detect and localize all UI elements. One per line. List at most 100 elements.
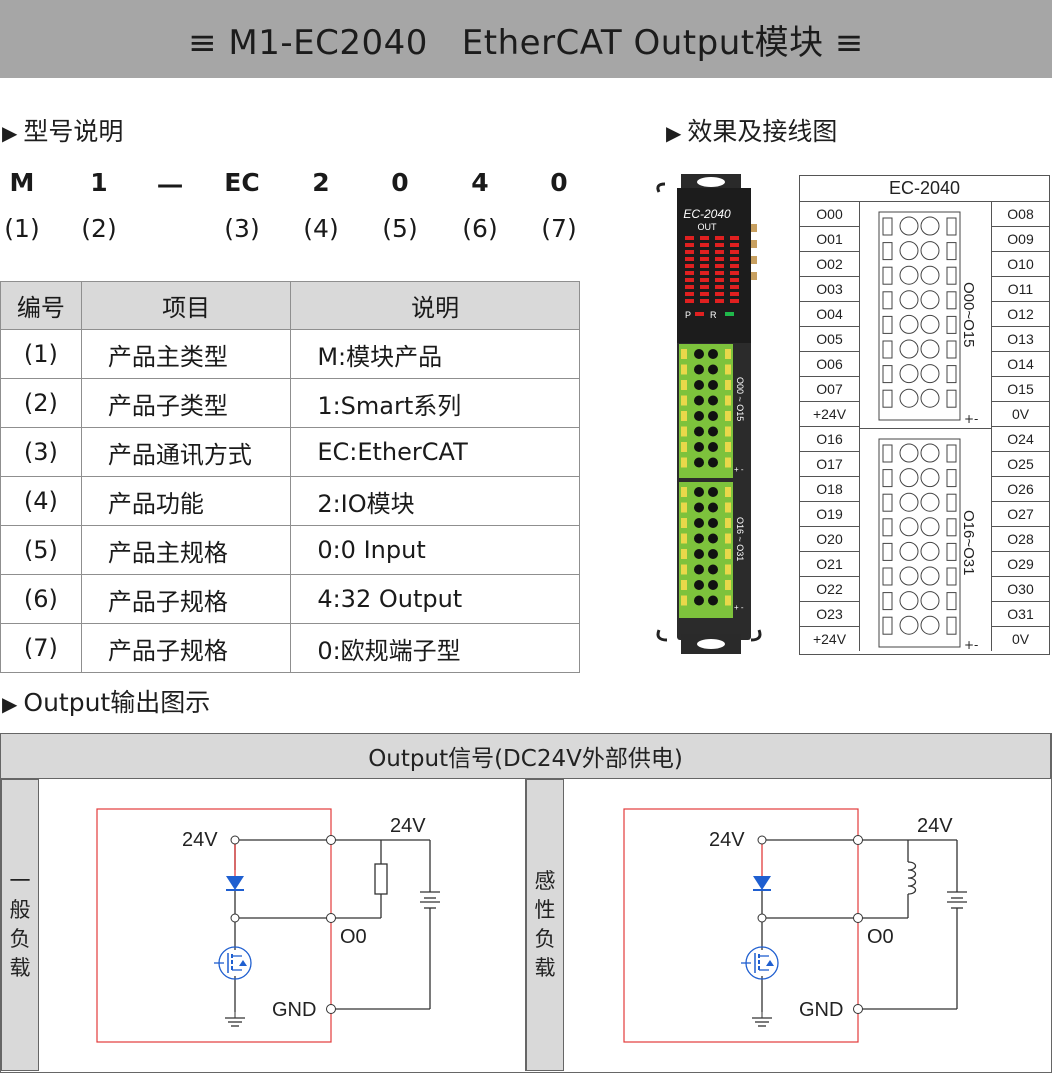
right-terminal-cell: O11 [991, 277, 1049, 302]
code-char: 0 [391, 168, 409, 197]
diode-icon [226, 876, 244, 890]
code-number: (3) [224, 214, 260, 243]
table-cell: (1) [0, 329, 82, 379]
table-row: (5) 产品主规格 0:0 Input [0, 525, 580, 575]
module-out-label: OUT [698, 222, 718, 232]
right-terminal-cell: O15 [991, 377, 1049, 402]
wiring-section-heading: ▶效果及接线图 [666, 117, 838, 146]
table-row: (6) 产品子规格 4:32 Output [0, 574, 580, 624]
table-cell: 1:Smart系列 [290, 378, 580, 428]
module-name-label: EC-2040 [683, 207, 731, 221]
code-number: (7) [541, 214, 577, 243]
upper-range-label: O00 ~ O15 [735, 377, 745, 421]
right-terminal-cell: O12 [991, 302, 1049, 327]
page-title-text: ≡ M1-EC2040 EtherCAT Output模块 ≡ [188, 22, 864, 63]
general-load-label: 一 般 负 载 [1, 779, 39, 1071]
left-terminal-cell: O00 [800, 202, 860, 227]
module-illustration: EC-2040 OUT P R O00 ~ O15 O16 ~ O31 + - … [656, 174, 762, 654]
left-terminal-cell: O19 [800, 502, 860, 527]
table-cell: (2) [0, 378, 82, 428]
table-cell: 0:欧规端子型 [290, 623, 580, 673]
right-terminal-cell: 0V [991, 627, 1049, 651]
left-terminal-cell: +24V [800, 627, 860, 651]
spec-table: 编号 项目 说明 (1) 产品主类型 M:模块产品 (2) 产品子类型 1:Sm… [0, 281, 580, 673]
inductive-load-circuit: 24V 24V O0 GND [623, 808, 967, 1043]
left-terminal-cell: O02 [800, 252, 860, 277]
left-terminal-cell: O16 [800, 427, 860, 452]
right-terminal-cell: O31 [991, 602, 1049, 627]
table-cell: 产品主规格 [80, 525, 292, 575]
code-number: (1) [4, 214, 40, 243]
gnd-label: GND [799, 999, 843, 1021]
upper-range-label: O00~O15 [960, 282, 977, 348]
table-cell: (3) [0, 427, 82, 477]
triangle-icon: ▶ [2, 692, 18, 716]
left-terminal-cell: O07 [800, 377, 860, 402]
table-cell: 产品子规格 [80, 574, 292, 624]
output-section-heading: ▶Output输出图示 [2, 688, 211, 717]
diode-icon [753, 876, 771, 890]
led-p-indicator [695, 312, 704, 316]
column-header: 项目 [80, 281, 292, 330]
table-cell: 0:0 Input [290, 525, 580, 575]
left-terminal-cell: O05 [800, 327, 860, 352]
terminal-blocks [679, 344, 733, 618]
column-header: 编号 [0, 281, 82, 330]
code-number: (4) [303, 214, 339, 243]
table-row: (2) 产品子类型 1:Smart系列 [0, 378, 580, 428]
code-char: 1 [90, 168, 108, 197]
lower-range-label: O16 ~ O31 [735, 517, 745, 561]
right-terminal-cell: O27 [991, 502, 1049, 527]
code-char: 一 [157, 173, 183, 202]
table-row: (1) 产品主类型 M:模块产品 [0, 329, 580, 379]
led-r-label: R [710, 310, 717, 320]
right-terminal-cell: 0V [991, 402, 1049, 427]
table-cell: EC:EtherCAT [290, 427, 580, 477]
code-number: (5) [382, 214, 418, 243]
right-terminal-cell: O08 [991, 202, 1049, 227]
table-cell: (5) [0, 525, 82, 575]
right-terminal-cell: O25 [991, 452, 1049, 477]
right-terminal-cell: O09 [991, 227, 1049, 252]
left-terminal-cell: O03 [800, 277, 860, 302]
left-terminal-cell: O22 [800, 577, 860, 602]
table-cell: 4:32 Output [290, 574, 580, 624]
terminal-drawing [878, 211, 961, 648]
gnd-label: GND [272, 999, 316, 1021]
left-terminal-cell: O17 [800, 452, 860, 477]
table-cell: 产品功能 [80, 476, 292, 526]
table-cell: 产品子类型 [80, 378, 292, 428]
left-terminal-cell: O04 [800, 302, 860, 327]
triangle-icon: ▶ [2, 121, 18, 145]
input-24v-label: 24V [709, 829, 745, 851]
input-24v-label: 24V [182, 829, 218, 851]
led-p-label: P [685, 310, 691, 320]
output-o0-label: O0 [340, 926, 367, 948]
right-terminal-cell: O13 [991, 327, 1049, 352]
table-cell: 产品子规格 [80, 623, 292, 673]
code-char: 4 [471, 168, 489, 197]
left-terminal-cell: O23 [800, 602, 860, 627]
model-section-heading: ▶型号说明 [2, 117, 124, 146]
output-box-title: Output信号(DC24V外部供电) [0, 733, 1051, 779]
wiring-table-title: EC-2040 [800, 176, 1049, 202]
code-char: M [9, 168, 35, 197]
table-cell: 2:IO模块 [290, 476, 580, 526]
left-terminal-cell: O01 [800, 227, 860, 252]
led-r-indicator [725, 312, 734, 316]
code-char: EC [224, 168, 260, 197]
code-char: 2 [312, 168, 330, 197]
right-terminal-cell: O29 [991, 552, 1049, 577]
column-header: 说明 [290, 281, 580, 330]
table-cell: (4) [0, 476, 82, 526]
general-load-circuit: 24V 24V O0 GND [96, 808, 440, 1043]
mosfet-icon [214, 946, 252, 980]
block-divider [860, 428, 991, 429]
external-24v-label: 24V [390, 815, 426, 837]
right-terminal-cell: O10 [991, 252, 1049, 277]
table-cell: M:模块产品 [290, 329, 580, 379]
left-terminal-cell: O21 [800, 552, 860, 577]
